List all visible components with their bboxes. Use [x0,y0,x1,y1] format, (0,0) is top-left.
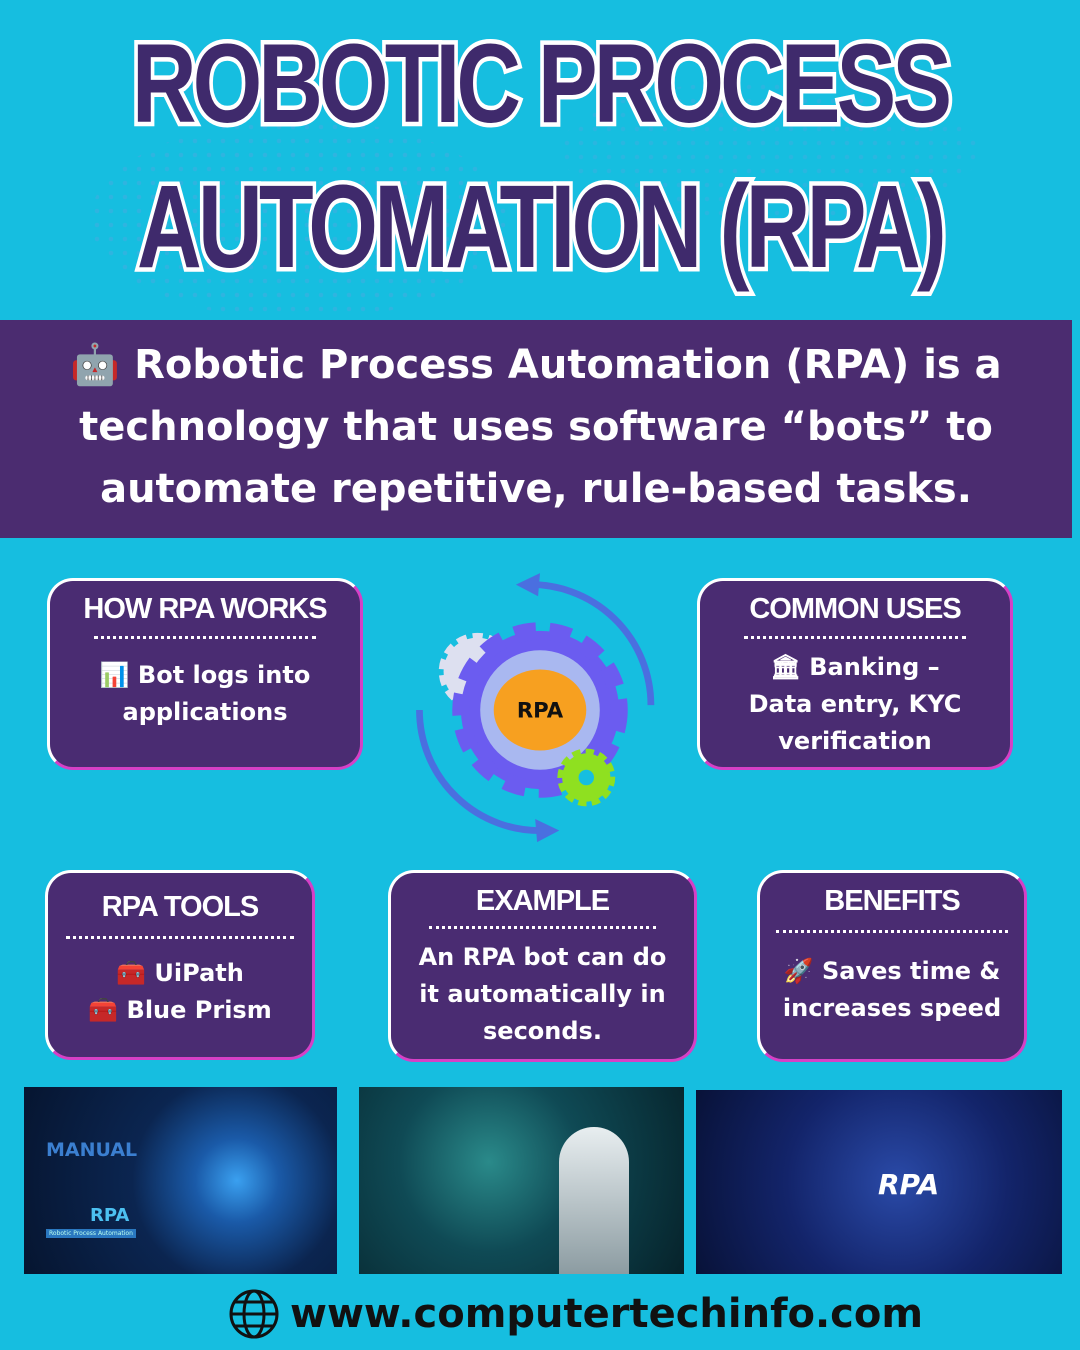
manual-label: MANUAL [46,1139,138,1161]
globe-icon [229,1289,279,1339]
chart-icon: 📊 [99,661,130,689]
manual-vs-rpa-dial-image: MANUAL RPA Robotic Process Automation [24,1087,337,1274]
website-link[interactable]: www.computertechinfo.com [290,1291,924,1337]
rpa-robot-gear-graphic: RPA [416,573,655,843]
rpa-label: RPA [517,699,564,724]
tool-item: UiPath [154,959,244,987]
cycle-arrow-icon [416,709,545,834]
robot-figure [559,1127,629,1274]
card-text: Banking – Data entry, KYC verification [748,653,962,755]
rpa-label: RPA [90,1205,130,1226]
card-text: Bot logs into applications [122,661,311,726]
divider [744,636,966,639]
rpa-subtitle: Robotic Process Automation [46,1229,136,1238]
bank-icon: 🏛 [770,653,801,681]
card-text: An RPA bot can do it automatically in se… [418,943,667,1045]
definition-banner: 🤖 Robotic Process Automation (RPA) is a … [0,320,1072,538]
card-example: EXAMPLE An RPA bot can do it automatical… [388,870,697,1062]
dot-pattern [560,80,980,220]
rpa-hexagon-network-image: RPA [696,1090,1062,1274]
rocket-icon: 🚀 [783,957,814,985]
card-common-uses: COMMON USES 🏛 Banking – Data entry, KYC … [697,578,1013,770]
title-line-1: ROBOTIC PROCESS [128,21,955,146]
card-title: EXAMPLE [475,885,610,917]
cycle-arrow-icon [525,581,655,706]
divider [429,926,656,929]
robot-icon: 🤖 [70,342,121,388]
toolbox-icon: 🧰 [116,959,147,987]
toolbox-icon: 🧰 [88,996,119,1024]
robot-touchscreen-image [359,1087,684,1274]
card-title: HOW RPA WORKS [83,593,327,625]
title-line-2: AUTOMATION (RPA) [134,161,951,293]
rpa-label: RPA [878,1168,940,1201]
divider [66,936,294,939]
definition-text: Robotic Process Automation (RPA) is a te… [79,342,1002,512]
divider [94,636,316,639]
card-text: Saves time & increases speed [782,957,1002,1022]
card-how-rpa-works: HOW RPA WORKS 📊 Bot logs into applicatio… [47,578,363,770]
card-rpa-tools: RPA TOOLS 🧰 UiPath🧰 Blue Prism [45,870,315,1060]
dot-pattern [90,120,510,320]
card-title: BENEFITS [824,885,960,917]
divider [776,930,1008,933]
card-title: RPA TOOLS [101,891,259,923]
tool-item: Blue Prism [126,996,272,1024]
card-benefits: BENEFITS 🚀 Saves time & increases speed [757,870,1027,1062]
footer: www.computertechinfo.com [228,1288,923,1340]
card-title: COMMON USES [749,593,961,625]
